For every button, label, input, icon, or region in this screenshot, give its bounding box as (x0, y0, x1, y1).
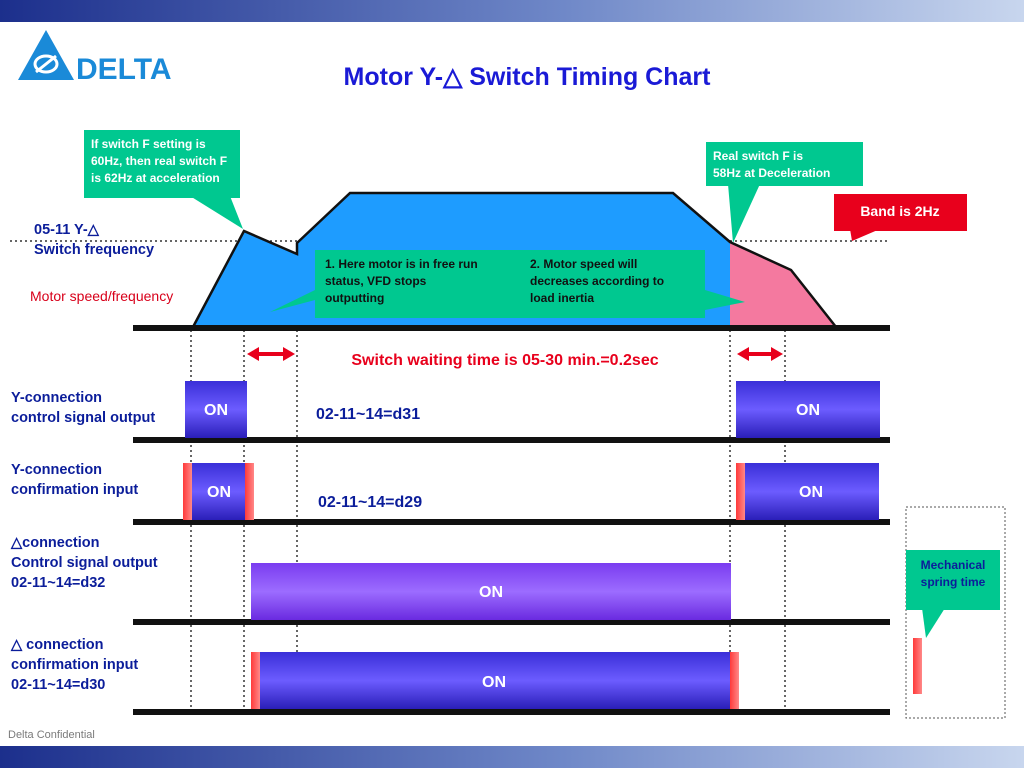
y-confirm-spring-1 (183, 463, 192, 520)
motor-speed-label: Motor speed/frequency (30, 288, 174, 304)
y-output-on-bar-2 (736, 381, 880, 438)
switch-frequency-label: 05-11 Y-△Switch frequency (34, 222, 155, 258)
y-confirm-on-bar-1 (192, 463, 245, 520)
svg-text:58Hz at Deceleration: 58Hz at Deceleration (713, 166, 830, 180)
svg-text:2. Motor speed will: 2. Motor speed will (530, 257, 637, 271)
y-confirm-param: 02-11~14=d29 (318, 494, 422, 511)
svg-text:Real switch F is: Real switch F is (713, 149, 803, 163)
bottom-banner (0, 746, 1024, 768)
speed-profile-outline (191, 191, 837, 328)
delta-logo: DELTA (14, 28, 184, 91)
svg-text:is 62Hz at acceleration: is 62Hz at acceleration (91, 171, 220, 185)
legend-box (905, 506, 1006, 719)
svg-text:ON: ON (796, 402, 820, 419)
waiting-time-text: Switch waiting time is 05-30 min.=0.2sec (351, 352, 658, 369)
svg-text:ON: ON (207, 484, 231, 501)
svg-text:outputting: outputting (325, 291, 384, 305)
delta-confirm-on-bar (260, 652, 730, 709)
free-run-note-box (315, 250, 705, 318)
decel-callout (706, 142, 863, 186)
y-confirm-spring-2 (736, 463, 745, 520)
top-banner (0, 0, 1024, 22)
footer-text: Delta Confidential (8, 729, 95, 741)
svg-text:Band is 2Hz: Band is 2Hz (860, 203, 939, 219)
spring-time-callout (906, 550, 1000, 610)
svg-text:spring time: spring time (921, 575, 986, 589)
y-confirm-on-bar-2 (745, 463, 879, 520)
waiting-time-arrows (247, 347, 783, 361)
page-title: Motor Y-△ Switch Timing Chart (343, 63, 711, 91)
svg-text:ON: ON (479, 584, 503, 601)
svg-text:load inertia: load inertia (530, 291, 594, 305)
signal-baselines (133, 325, 890, 715)
svg-text:Mechanical: Mechanical (921, 558, 986, 572)
svg-text:ON: ON (204, 402, 228, 419)
svg-text:If switch F setting is: If switch F setting is (91, 137, 206, 151)
band-callout (834, 194, 967, 231)
svg-text:60Hz, then real switch F: 60Hz, then real switch F (91, 154, 227, 168)
y-output-param: 02-11~14=d31 (316, 406, 420, 423)
y-output-on-bar-1 (185, 381, 247, 438)
svg-text:1. Here motor is in free run: 1. Here motor is in free run (325, 257, 478, 271)
svg-text:ON: ON (482, 674, 506, 691)
spring-time-swatch (913, 638, 922, 694)
decel-coast-area (730, 242, 836, 327)
delta-output-on-bar (251, 563, 731, 620)
svg-text:ON: ON (799, 484, 823, 501)
accel-callout (84, 130, 240, 198)
svg-text:decreases according to: decreases according to (530, 274, 664, 288)
svg-text:status, VFD stops: status, VFD stops (325, 274, 427, 288)
logo-text: DELTA (76, 53, 172, 86)
